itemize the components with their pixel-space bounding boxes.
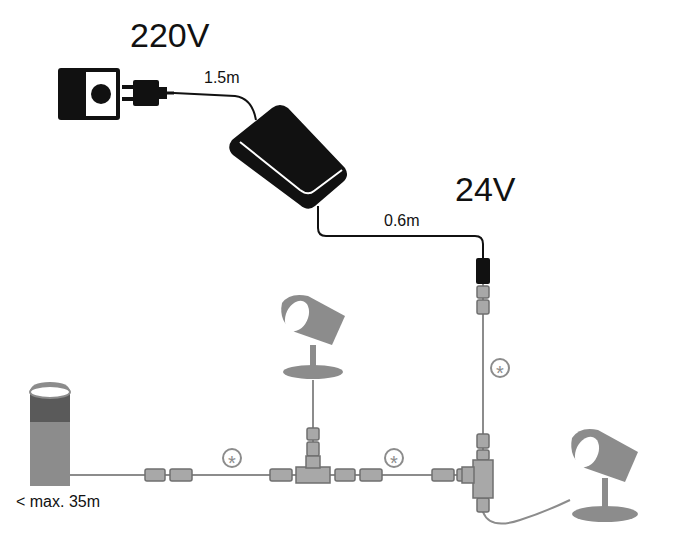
callout-symbol: * — [384, 448, 404, 468]
mains-cable — [174, 93, 256, 120]
voltage-label: 220V — [130, 18, 209, 52]
cable-length: 0.6m — [384, 213, 420, 229]
max-length-note: < max. 35m — [16, 494, 100, 510]
bollard-lamp — [30, 382, 75, 486]
grey-cables — [75, 284, 570, 524]
spotlight — [570, 429, 638, 522]
callout-symbol: * — [490, 358, 510, 378]
power-supply — [229, 105, 347, 209]
connectors — [145, 286, 493, 512]
wall-socket — [58, 68, 120, 120]
low-voltage-cable — [318, 206, 483, 258]
cable-length: 1.5m — [204, 70, 240, 86]
spotlight — [280, 295, 345, 405]
black-connector — [476, 258, 490, 284]
power-plug — [122, 80, 174, 106]
callout-symbol: * — [222, 448, 242, 468]
voltage-label: 24V — [455, 172, 516, 206]
